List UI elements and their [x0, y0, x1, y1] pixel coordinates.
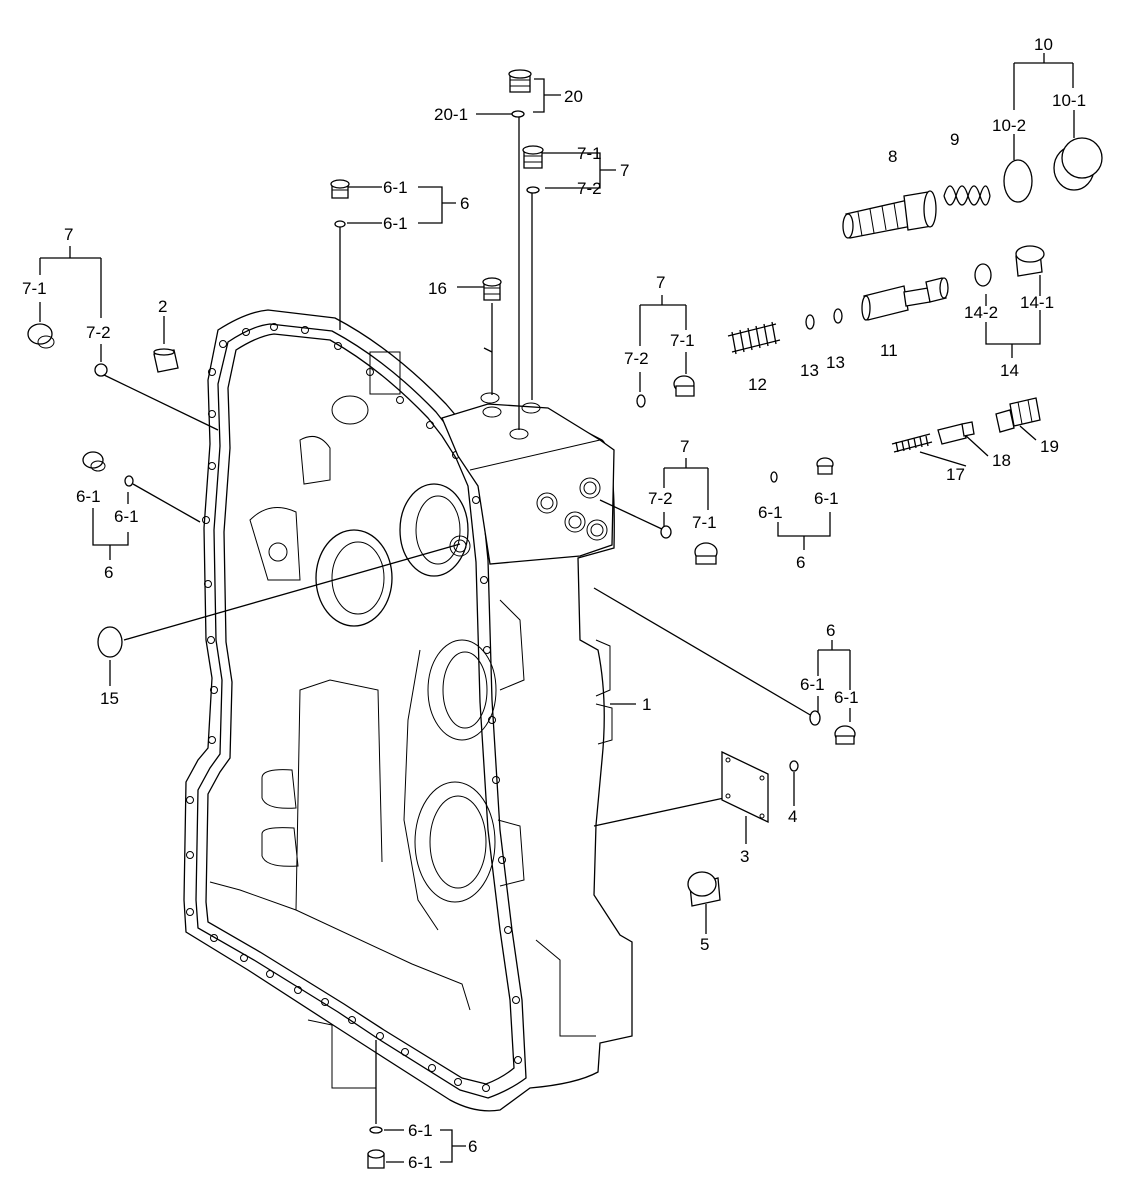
- label-6-1-top-b: 6-1: [383, 214, 408, 233]
- label-13-a: 13: [800, 361, 819, 380]
- transmission-housing: [183, 309, 633, 1112]
- label-8: 8: [888, 147, 897, 166]
- label-14-2: 14-2: [964, 303, 998, 322]
- part-6-1-plug-right-lower: [834, 725, 856, 745]
- part-19-sensor: [995, 397, 1041, 433]
- label-12: 12: [748, 375, 767, 394]
- part-7-1-plug-right: [694, 542, 718, 565]
- label-10-2: 10-2: [992, 116, 1026, 135]
- label-6-1-bottom-b: 6-1: [408, 1153, 433, 1172]
- part-7-1-plug-top: [522, 145, 544, 169]
- label-7-2-left: 7-2: [86, 323, 111, 342]
- label-6-1-right-lower-b: 6-1: [834, 688, 859, 707]
- part-10-1-cap: [1053, 137, 1103, 191]
- label-6-1-left-b: 6-1: [114, 507, 139, 526]
- part-6-1-plug-right-top: [816, 457, 834, 475]
- part-6-1-o-ring-right-lower: [809, 710, 821, 726]
- label-18: 18: [992, 451, 1011, 470]
- label-7-right: 7: [680, 437, 689, 456]
- part-11-spool: [861, 277, 949, 321]
- label-6-right-lower: 6: [826, 621, 835, 640]
- label-13-b: 13: [826, 353, 845, 372]
- label-14: 14: [1000, 361, 1019, 380]
- label-10-1: 10-1: [1052, 91, 1086, 110]
- label-6-right-top: 6: [796, 553, 805, 572]
- part-15-o-ring: [97, 626, 123, 658]
- label-6-bottom: 6: [468, 1137, 477, 1156]
- part-6-1-plug-bottom: [367, 1149, 385, 1169]
- part-20-plug: [508, 69, 532, 93]
- label-7-1-middle: 7-1: [670, 331, 695, 350]
- label-5: 5: [700, 935, 709, 954]
- part-7-2-o-ring-top: [526, 186, 540, 194]
- label-7-top: 7: [620, 161, 629, 180]
- callout-labels: 10 10-1 10-2 20 20-1 7-1 7 7-2 8 9 6-1 6…: [22, 35, 1086, 1172]
- part-18-piston: [937, 421, 975, 445]
- label-6-top: 6: [460, 194, 469, 213]
- part-13-seal-a: [805, 314, 815, 330]
- part-16-plug: [482, 277, 502, 301]
- label-6-1-left-a: 6-1: [76, 487, 101, 506]
- label-6-1-bottom-a: 6-1: [408, 1121, 433, 1140]
- part-4-screw: [789, 760, 799, 772]
- part-9-spring: [943, 185, 991, 206]
- label-7-1-top: 7-1: [577, 144, 602, 163]
- part-6-1-o-ring-right-top: [770, 471, 778, 483]
- part-12-spring: [727, 321, 781, 355]
- label-6-1-right-lower-a: 6-1: [800, 675, 825, 694]
- label-1: 1: [642, 695, 651, 714]
- label-7-2-top: 7-2: [577, 179, 602, 198]
- label-20: 20: [564, 87, 583, 106]
- part-6-1-o-ring-top: [334, 220, 346, 228]
- part-2-pin: [153, 348, 179, 373]
- part-6-1-o-ring-left: [124, 475, 134, 487]
- part-6-1-o-ring-bottom: [369, 1126, 383, 1134]
- part-7-1-plug-middle: [673, 375, 695, 397]
- label-11: 11: [880, 341, 898, 360]
- label-19: 19: [1040, 437, 1059, 456]
- label-2: 2: [158, 297, 167, 316]
- label-6-left: 6: [104, 563, 113, 582]
- label-7-2-middle: 7-2: [624, 349, 649, 368]
- leader-lines: [39, 53, 1075, 1163]
- part-6-1-plug-left: [82, 451, 106, 472]
- label-7-1-right: 7-1: [692, 513, 717, 532]
- part-17-spring: [891, 433, 933, 453]
- label-16: 16: [428, 279, 447, 298]
- part-14-2-o-ring: [974, 263, 992, 287]
- label-14-1: 14-1: [1020, 293, 1054, 312]
- part-13-seal-b: [833, 308, 843, 324]
- label-7-middle: 7: [656, 273, 665, 292]
- part-7-2-o-ring-left: [94, 363, 108, 377]
- label-7-left: 7: [64, 225, 73, 244]
- part-14-1-plug: [1015, 245, 1045, 277]
- label-6-1-top-a: 6-1: [383, 178, 408, 197]
- label-3: 3: [740, 847, 749, 866]
- part-10-2-o-ring: [1003, 159, 1033, 203]
- part-7-2-o-ring-middle: [636, 394, 646, 408]
- label-20-1: 20-1: [434, 105, 468, 124]
- part-7-2-o-ring-right: [660, 525, 672, 539]
- label-17: 17: [946, 465, 965, 484]
- part-6-1-plug-top: [330, 179, 350, 199]
- label-7-1-left: 7-1: [22, 279, 47, 298]
- part-3-cover-plate: [721, 750, 769, 824]
- label-10: 10: [1034, 35, 1053, 54]
- part-8-spool: [842, 190, 937, 239]
- label-9: 9: [950, 130, 959, 149]
- part-5-plug: [687, 871, 721, 907]
- label-6-1-right-top-a: 6-1: [814, 489, 839, 508]
- label-7-2-right: 7-2: [648, 489, 673, 508]
- label-6-1-right-top-b: 6-1: [758, 503, 783, 522]
- label-15: 15: [100, 689, 119, 708]
- part-20-1-o-ring: [511, 110, 525, 118]
- part-7-1-plug-left: [27, 323, 55, 349]
- label-4: 4: [788, 807, 797, 826]
